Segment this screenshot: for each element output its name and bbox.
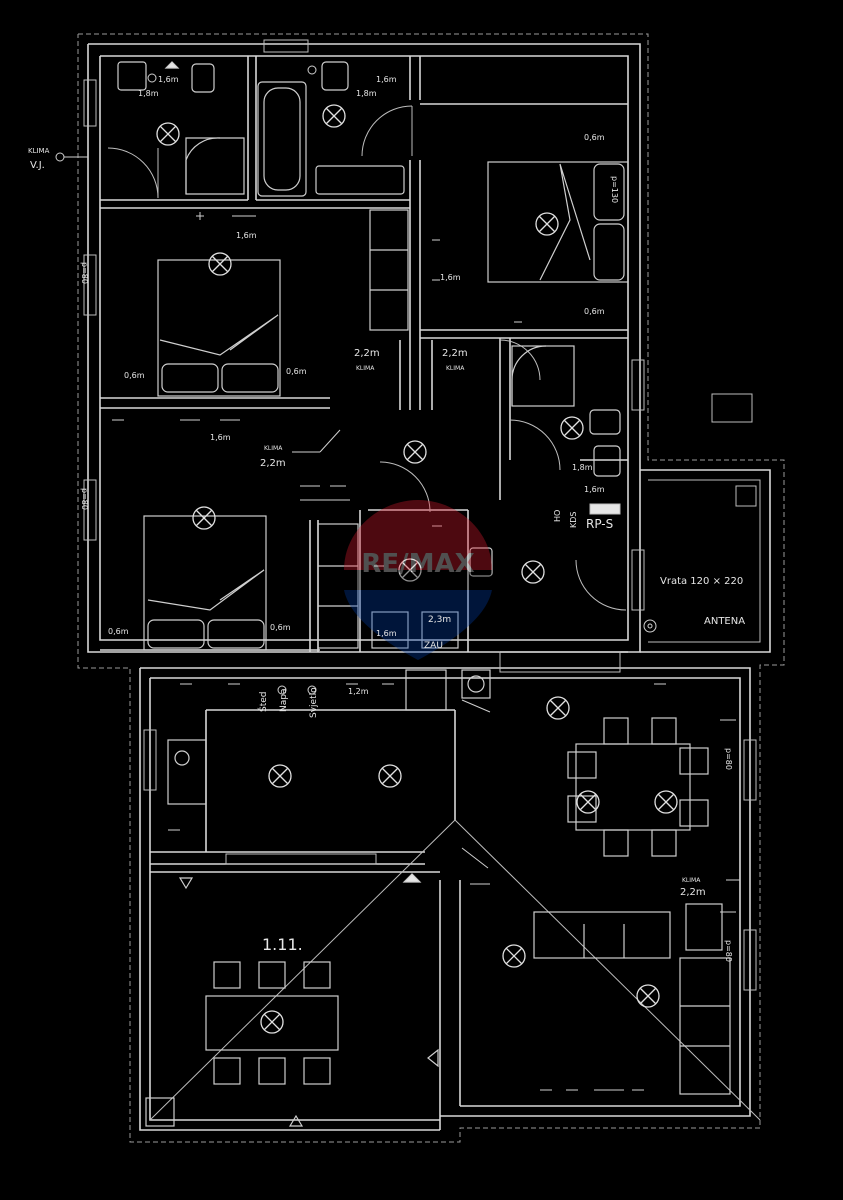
label-height: 1,6m — [376, 629, 397, 638]
label-zau: ZAU — [424, 641, 443, 651]
balloon-red — [344, 500, 492, 570]
remax-watermark: RE/MAX — [344, 500, 492, 660]
light-fixture-icon — [260, 1010, 284, 1034]
interior-walls — [100, 56, 628, 1130]
label-height: 2,2m — [354, 348, 380, 359]
markers — [164, 61, 439, 1127]
balloon-blue — [344, 590, 492, 660]
outlets-switches — [55, 65, 740, 1091]
label-height: 1,6m — [376, 75, 397, 84]
light-fixture-icon — [535, 212, 559, 236]
label-klima: KLIMA — [682, 877, 701, 884]
light-fixture-icon — [322, 104, 346, 128]
ceiling-lights — [156, 104, 678, 1034]
label-klima: KLIMA — [264, 445, 283, 452]
label-kds: KDS — [569, 512, 578, 528]
windows — [83, 39, 757, 991]
label-door: Vrata 120 × 220 — [660, 576, 743, 587]
label-height: 1,8m — [356, 89, 377, 98]
label-height: 1,6m — [236, 231, 257, 240]
label-height: 0,6m — [270, 623, 291, 632]
label-p80: p=80 — [724, 748, 733, 770]
furniture — [117, 61, 757, 1127]
label-svjetlo: Svjetlo — [309, 687, 319, 718]
label-height: 1,8m — [138, 89, 159, 98]
light-fixture-icon — [378, 764, 402, 788]
label-p80: p=80 — [724, 940, 733, 962]
label-p80: p=80 — [80, 262, 89, 284]
light-fixture-icon — [403, 440, 427, 464]
light-fixture-icon — [560, 416, 584, 440]
label-ho: HO — [553, 510, 562, 522]
label-klima-outdoor: KLIMA — [28, 147, 50, 155]
label-rps: RP-S — [586, 517, 613, 531]
plan-labels: KLIMA V.J. 1,8m 1,6m 1,8m 1,6m 1,6m 1,6m… — [28, 75, 745, 962]
light-fixture-icon — [156, 122, 180, 146]
label-height: 0,6m — [286, 367, 307, 376]
label-height: 2,3m — [428, 615, 451, 625]
light-fixture-icon — [398, 558, 422, 582]
label-antena: ANTENA — [704, 616, 745, 627]
doors — [107, 105, 627, 611]
light-fixture-icon — [192, 506, 216, 530]
room-number: 1.11. — [262, 935, 303, 954]
label-height: 0,6m — [124, 371, 145, 380]
label-height: 2,2m — [442, 348, 468, 359]
label-height: 1,6m — [440, 273, 461, 282]
label-p130: p=130 — [610, 176, 619, 203]
label-height: 1,6m — [584, 485, 605, 494]
light-fixture-icon — [546, 696, 570, 720]
label-height: 1,2m — [348, 687, 369, 696]
balloon-shape — [344, 500, 492, 660]
label-height: 1,6m — [158, 75, 179, 84]
label-height: 2,2m — [260, 458, 286, 469]
light-fixture-icon — [268, 764, 292, 788]
diagonal-lines — [149, 819, 761, 1121]
label-height: 0,6m — [584, 133, 605, 142]
light-fixture-icon — [636, 984, 660, 1008]
label-height: 1,6m — [210, 433, 231, 442]
label-klima: KLIMA — [356, 365, 375, 372]
light-fixture-icon — [208, 252, 232, 276]
label-vj: V.J. — [30, 160, 45, 171]
light-fixture-icon — [654, 790, 678, 814]
label-napa: Napa — [279, 689, 289, 712]
light-fixture-icon — [521, 560, 545, 584]
label-height: 0,6m — [584, 307, 605, 316]
label-height: 0,6m — [108, 627, 129, 636]
remax-logo-text: RE/MAX — [361, 549, 474, 579]
light-fixture-icon — [576, 790, 600, 814]
label-sted: Šted — [257, 692, 269, 713]
label-height: 2,2m — [680, 887, 706, 898]
label-klima: KLIMA — [446, 365, 465, 372]
light-fixture-icon — [502, 944, 526, 968]
label-height: 1,8m — [572, 463, 593, 472]
label-p80: p=80 — [80, 488, 89, 510]
